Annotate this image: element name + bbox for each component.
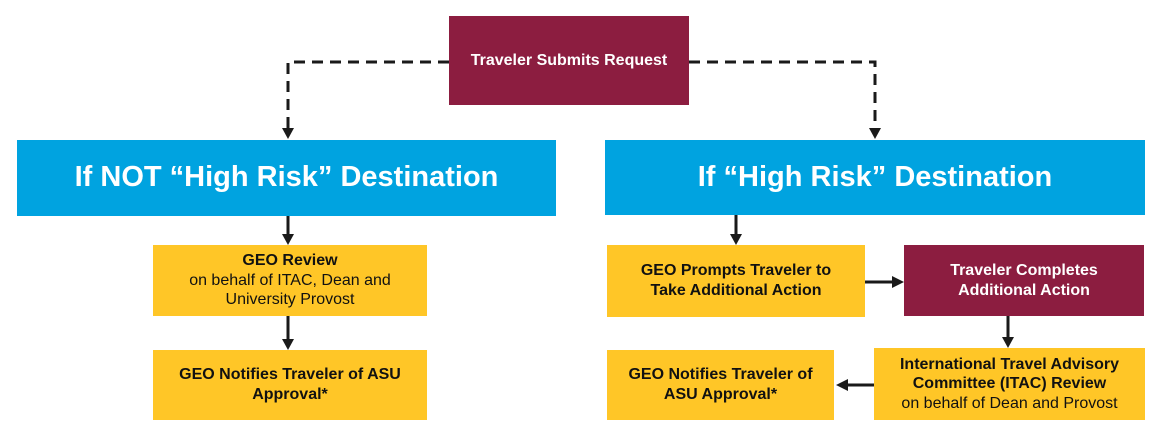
geo-prompts-line2: Take Additional Action xyxy=(650,282,822,299)
header-not-high-risk-label: If NOT “High Risk” Destination xyxy=(74,161,499,194)
itac-review-line1: International Travel Advisory xyxy=(899,355,1120,373)
traveler-completes-box: Traveler Completes Additional Action xyxy=(904,245,1144,316)
arrowhead-left xyxy=(282,128,294,139)
dashed-connector-left xyxy=(286,60,449,132)
traveler-completes-line1: Traveler Completes xyxy=(950,261,1098,279)
header-high-risk-label: If “High Risk” Destination xyxy=(697,160,1053,193)
start-box-traveler-submits-request: Traveler Submits Request xyxy=(449,16,689,105)
itac-review-line3: on behalf of Dean and Provost xyxy=(901,394,1118,412)
start-label: Traveler Submits Request xyxy=(470,51,668,69)
header-not-high-risk: If NOT “High Risk” Destination xyxy=(17,140,556,216)
geo-review-line2: on behalf of ITAC, Dean and xyxy=(189,271,391,289)
geo-notifies-right-line2: ASU Approval* xyxy=(663,386,778,403)
geo-notifies-left-line1: GEO Notifies Traveler of ASU xyxy=(179,366,401,384)
geo-notifies-right-line1: GEO Notifies Traveler of xyxy=(628,366,813,384)
header-high-risk: If “High Risk” Destination xyxy=(605,140,1145,215)
itac-review-line2: Committee (ITAC) Review xyxy=(912,375,1107,393)
geo-prompts-line1: GEO Prompts Traveler to xyxy=(640,262,832,280)
geo-prompts-box: GEO Prompts Traveler to Take Additional … xyxy=(607,245,865,317)
geo-review-box: GEO Review on behalf of ITAC, Dean and U… xyxy=(153,245,427,316)
geo-review-line3: University Provost xyxy=(225,291,355,309)
arrowhead-right xyxy=(869,128,881,139)
traveler-completes-line2: Additional Action xyxy=(958,281,1090,299)
geo-review-title: GEO Review xyxy=(242,252,338,270)
geo-notifies-left-line2: Approval* xyxy=(252,386,328,403)
geo-notifies-right-box: GEO Notifies Traveler of ASU Approval* xyxy=(607,350,834,420)
itac-review-box: International Travel Advisory Committee … xyxy=(874,348,1145,420)
geo-notifies-left-box: GEO Notifies Traveler of ASU Approval* xyxy=(153,350,427,420)
dashed-connector-right xyxy=(689,60,877,132)
